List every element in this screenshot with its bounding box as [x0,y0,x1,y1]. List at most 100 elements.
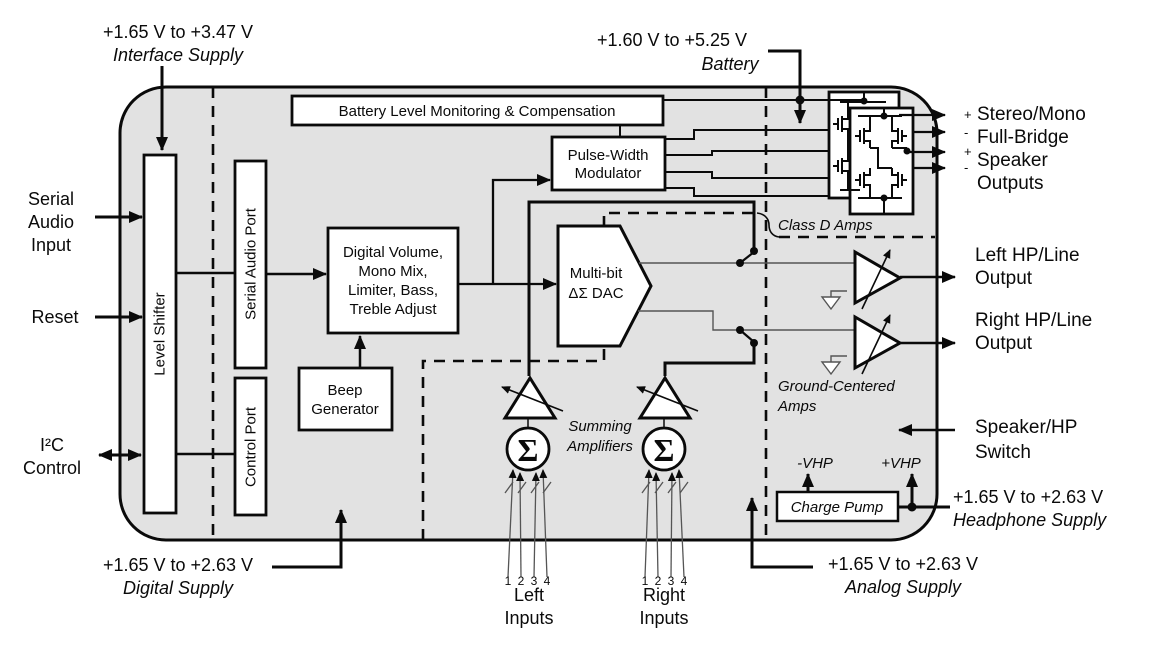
boundary-hop-curve [756,212,780,238]
input-number: 3 [531,574,538,588]
input-number: 1 [505,574,512,588]
polarity-label: + [964,144,972,159]
bridge-rect-front [848,106,915,216]
left-input-line [507,469,517,578]
right-sum-route [663,343,756,376]
sigma-icon: Σ [654,432,675,468]
i2c-label: I²C [40,435,64,455]
dsp-label: Digital Volume, [343,244,443,261]
ground-centered-label: Amps [777,398,817,415]
control-port-box [233,376,268,517]
dac-label: Multi-bit [570,265,623,282]
gain-arrow-icon [861,249,891,310]
control-port-label: Control Port [243,406,260,487]
neg-vhp-label: -VHP [797,455,833,472]
digital-supply-name: Digital Supply [123,578,234,598]
right-sigma-circle [641,426,687,472]
speaker-hp-switch-label: Speaker/HP [975,417,1077,438]
battery-monitor-box [290,94,665,127]
analog-supply-name: Analog Supply [844,577,962,597]
headphone-supply-name: Headphone Supply [953,510,1107,530]
interface-supply-name: Interface Supply [113,45,244,65]
summing-amps-label: Amplifiers [566,438,633,455]
gain-arrow-icon [501,386,564,412]
bridge-internals [833,92,907,214]
right-hp-label: Right HP/Line [975,310,1092,331]
junction-dots [736,95,917,512]
mosfet-icon [855,124,871,148]
right-input-line [644,469,653,578]
speaker-output-label: Stereo/Mono [977,104,1086,125]
polarity-label: - [964,160,968,175]
junction-dot [860,97,868,105]
serial-audio-label: Serial [28,189,74,209]
mosfet-icon [891,124,907,148]
serial-audio-port-label: Serial Audio Port [243,207,260,320]
input-number: 2 [655,574,662,588]
input-number: 4 [544,574,551,588]
dsp-label: Limiter, Bass, [348,282,438,299]
left-sum-route [527,200,756,376]
left-inputs-label: Left [514,585,544,605]
class-d-amps-label: Class D Amps [778,217,873,234]
pwm-bridge-wire2 [665,150,829,156]
mosfet-icon [891,168,907,192]
summing-amps-label: Summing [568,418,632,435]
junction-dot [795,95,805,105]
pwm-bridge-wire3 [665,171,829,179]
beep-generator-label: Beep [327,382,362,399]
speaker-output-label: Speaker [977,150,1048,171]
junction-dot [880,112,888,120]
left-hp-label: Output [975,268,1033,289]
dac-label: ΔΣ DAC [568,285,623,302]
junction-dot [880,194,888,202]
level-shifter-label: Level Shifter [152,292,169,375]
blocks [142,94,900,523]
right-input-line [667,472,676,578]
wires [95,49,956,569]
pos-vhp-label: +VHP [881,455,921,472]
battery-supply-range: +1.60 V to +5.25 V [597,30,747,50]
speaker-output-label: Outputs [977,173,1044,194]
input-number: 1 [642,574,649,588]
battery-monitor-label: Battery Level Monitoring & Compensation [339,103,616,120]
pwm-label: Pulse-Width [568,147,649,164]
ground-hooks [830,290,847,362]
left-input-line [531,472,540,578]
left-input-line [539,469,548,578]
polarity-label: - [964,125,968,140]
left-sigma-circle [505,426,551,472]
junction-dot [736,259,744,267]
right-inputs-label: Right [643,585,685,605]
analog-supply-range: +1.65 V to +2.63 V [828,554,978,574]
serial-audio-label: Input [31,235,71,255]
pwm-bridge-wire4 [665,187,829,197]
reset-label: Reset [31,307,78,327]
gain-arrow-icon [636,386,699,412]
dac-right-hp-line [638,310,855,331]
ground-icon [820,296,842,311]
gain-arrow-icon [861,314,891,375]
i2c-label: Control [23,458,81,478]
junction-dot [907,502,917,512]
left-inputs-label: Inputs [504,608,553,628]
ground-centered-label: Ground-Centered [778,378,895,395]
battery-supply-name: Battery [701,54,759,74]
polarity-label: + [964,107,972,122]
right-input-line [675,469,685,578]
bridge-front-rails [858,108,902,214]
pwm-label: Modulator [575,165,642,182]
beep-generator-label: Generator [311,401,379,418]
speaker-output-label: Full-Bridge [977,127,1069,148]
sigma-icon: Σ [518,432,539,468]
dac-pentagon [556,224,653,348]
mosfet-icon [833,154,849,178]
bridge-back-links [840,102,860,191]
mosfet-icon [855,168,871,192]
speaker-hp-switch-label: Switch [975,442,1031,463]
serial-audio-label: Audio [28,212,74,232]
dsp-pwm-wire [491,174,551,284]
mosfet-icon [833,112,849,136]
analog-domain-boundary [421,211,757,540]
